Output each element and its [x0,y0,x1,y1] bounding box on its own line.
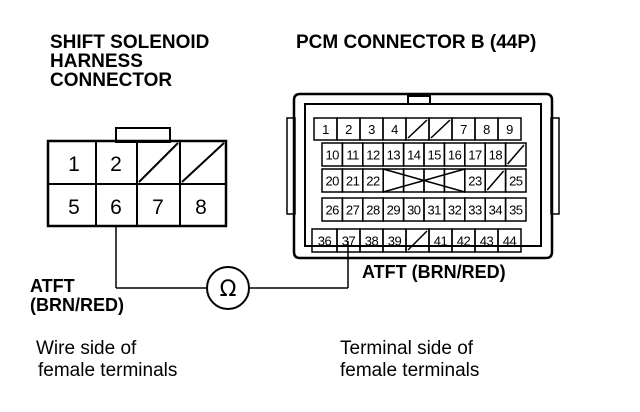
empty-cavity-slash [407,119,428,139]
pcm-terminal-36: 36 [318,234,332,249]
sh-wire-label-line-1: ATFT [30,276,75,296]
pcm-terminal-30: 30 [407,203,421,218]
pcm-cell-r3-c6 [423,168,446,193]
pcm-terminal-8: 8 [483,122,490,137]
pcm-wire-label: ATFT (BRN/RED) [362,262,506,282]
pcm-terminal-31: 31 [427,203,441,218]
shift-solenoid-title-line-3: CONNECTOR [50,70,172,91]
pcm-terminal-10: 10 [325,148,339,163]
pcm-cell-r5-c9 [497,228,522,253]
pcm-terminal-42: 42 [457,234,471,249]
shift-solenoid-connector: 1 2 5 6 7 8 [46,127,228,228]
blank-block-cross [382,168,466,193]
pcm-cell-r2-c10 [504,142,527,167]
pcm-terminal-28: 28 [366,203,380,218]
sh-terminal-7: 7 [152,196,164,219]
pcm-terminal-32: 32 [448,203,462,218]
pcm-cell-r4-c10 [504,197,527,222]
pcm-terminal-34: 34 [489,203,503,218]
pcm-terminal-27: 27 [346,203,360,218]
pcm-terminal-16: 16 [448,148,462,163]
pcm-cell-r1-c9 [497,117,522,141]
pcm-terminal-26: 26 [325,203,339,218]
pcm-cell-r3-c10 [504,168,527,193]
sh-terminal-5: 5 [68,196,80,219]
sh-terminal-8: 8 [195,196,207,219]
pcm-terminal-33: 33 [468,203,482,218]
pcm-terminal-15: 15 [427,148,441,163]
pcm-terminal-4: 4 [391,122,398,137]
pcm-terminal-39: 39 [388,234,402,249]
empty-cavity-slash [181,142,225,183]
pcm-terminal-22: 22 [366,174,380,189]
sh-caption-line-2: female terminals [38,360,177,381]
pcm-terminal-14: 14 [407,148,421,163]
pcm-terminal-41: 41 [434,234,448,249]
pcm-terminal-29: 29 [387,203,401,218]
pcm-terminal-37: 37 [342,234,356,249]
sh-caption-line-1: Wire side of [36,338,137,359]
pcm-cell-r3-c5 [402,168,425,193]
empty-cavity-slash [507,144,525,165]
pcm-terminal-38: 38 [365,234,379,249]
pcm-terminal-9: 9 [506,122,513,137]
pcm-terminal-18: 18 [489,148,503,163]
pcm-terminal-13: 13 [387,148,401,163]
pcm-terminal-44: 44 [503,234,517,249]
empty-cavity-slash [486,170,505,191]
pcm-caption-line-2: female terminals [340,360,479,381]
pcm-terminal-2: 2 [345,122,352,137]
pcm-connector-title: PCM CONNECTOR B (44P) [296,32,536,53]
pcm-terminal-43: 43 [480,234,494,249]
empty-cavity-slash [430,119,451,139]
pcm-terminal-25: 25 [509,174,523,189]
pcm-terminal-35: 35 [509,203,523,218]
sh-terminal-2: 2 [110,153,122,176]
empty-cavity-slash [407,230,428,251]
shift-solenoid-title-line-2: HARNESS [50,51,143,72]
pcm-terminal-3: 3 [368,122,375,137]
pcm-terminal-7: 7 [460,122,467,137]
pcm-terminal-20: 20 [325,174,339,189]
shift-solenoid-title-line-1: SHIFT SOLENOID [50,32,209,53]
pcm-terminal-1: 1 [322,122,329,137]
pcm-terminal-11: 11 [346,148,359,163]
sh-terminal-6: 6 [110,196,122,219]
empty-cavity-slash [138,142,179,183]
pcm-caption-line-1: Terminal side of [340,338,474,359]
sh-terminal-1: 1 [68,153,80,176]
pcm-terminal-12: 12 [366,148,380,163]
pcm-terminal-23: 23 [468,174,482,189]
pcm-terminal-21: 21 [346,174,360,189]
test-wiring: Ω [115,226,349,310]
ohm-symbol: Ω [220,277,237,302]
sh-wire-label-line-2: (BRN/RED) [30,295,124,315]
pcm-terminal-17: 17 [468,148,482,163]
